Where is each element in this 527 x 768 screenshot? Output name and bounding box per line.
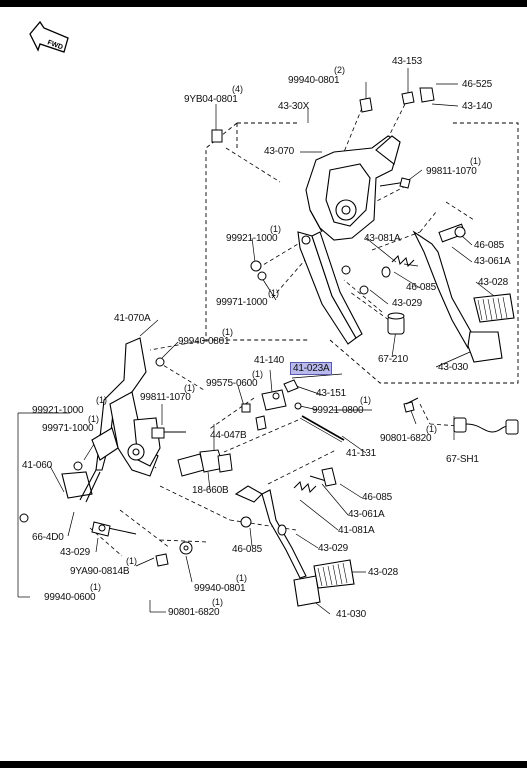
label-43-061a-right: 43-061A — [474, 256, 511, 267]
label-99921-1000-left: 99921-1000 — [32, 405, 84, 416]
qty-99971-1000-left: (1) — [88, 414, 99, 424]
brake-pedal-arm — [297, 231, 363, 345]
label-46-085-right-2: 46-085 — [406, 282, 436, 293]
brake-pedal-assembly-frame — [205, 122, 519, 384]
qty-90801-6820-right: (1) — [426, 424, 437, 434]
wiring-harness — [453, 417, 519, 435]
label-9yb04-0801: 9YB04-0801 — [184, 94, 238, 105]
label-99971-1000-right: 99971-1000 — [216, 297, 268, 308]
qty-99921-1000-right: (1) — [270, 224, 281, 234]
label-99940-0801-bottom: 99940-0801 — [194, 583, 246, 594]
label-99940-0600: 99940-0600 — [44, 592, 96, 603]
label-46-085-left: 46-085 — [362, 492, 392, 503]
label-43-028-left: 43-028 — [368, 567, 398, 578]
label-43-151: 43-151 — [316, 388, 346, 399]
label-43-140: 43-140 — [462, 101, 492, 112]
right-pedal-arm — [412, 230, 515, 363]
label-41-131: 41-131 — [346, 448, 376, 459]
qty-99971-1000-right: (1) — [268, 288, 279, 298]
label-43-30x: 43-30X — [278, 101, 310, 112]
label-66-4d0: 66-4D0 — [32, 532, 64, 543]
label-46-085-left-2: 46-085 — [232, 544, 262, 555]
label-44-047b: 44-047B — [210, 430, 247, 441]
label-41-060: 41-060 — [22, 460, 52, 471]
qty-99940-0801-bottom: (1) — [236, 573, 247, 583]
label-43-030: 43-030 — [438, 362, 468, 373]
qty-99811-1070-left: (1) — [184, 383, 195, 393]
middle-parts — [19, 357, 419, 567]
label-41-023a-highlighted[interactable]: 41-023A — [290, 362, 333, 375]
label-43-070: 43-070 — [264, 146, 294, 157]
label-67-210: 67-210 — [378, 354, 408, 365]
qty-99940-0801-top: (2) — [334, 65, 345, 75]
label-99940-0801-mid: 99940-0801 — [178, 336, 230, 347]
label-43-061a-left: 43-061A — [348, 509, 385, 520]
label-46-525: 46-525 — [462, 79, 492, 90]
label-67-sh1: 67-SH1 — [446, 454, 479, 465]
label-43-081a-right: 43-081A — [364, 233, 401, 244]
qty-9yb04-0801: (4) — [232, 84, 243, 94]
label-41-081a: 41-081A — [338, 525, 375, 536]
label-41-070a: 41-070A — [114, 313, 151, 324]
label-99940-0801-top: 99940-0801 — [288, 75, 340, 86]
label-43-029-right: 43-029 — [392, 298, 422, 309]
label-99921-0800: 99921-0800 — [312, 405, 364, 416]
qty-9ya90-0814b: (1) — [126, 556, 137, 566]
label-43-028-right: 43-028 — [478, 277, 508, 288]
label-9ya90-0814b: 9YA90-0814B — [70, 566, 130, 577]
leader-lines — [17, 68, 495, 615]
brake-pedal-bracket — [305, 135, 401, 241]
forward-arrow-icon: FWD — [29, 20, 69, 53]
label-99971-1000-left: 99971-1000 — [42, 423, 94, 434]
label-99811-1070-right: 99811-1070 — [426, 166, 477, 177]
qty-99921-1000-left: (1) — [96, 395, 107, 405]
label-99811-1070-left: 99811-1070 — [140, 392, 191, 403]
qty-90801-6820-bottom: (1) — [212, 597, 223, 607]
label-99921-1000-right: 99921-1000 — [226, 233, 278, 244]
top-border-bar — [0, 0, 527, 7]
clutch-pedal-bracket — [61, 337, 161, 503]
qty-99575-0600: (1) — [252, 369, 263, 379]
label-43-153: 43-153 — [392, 56, 422, 67]
qty-99811-1070-right: (1) — [470, 156, 481, 166]
connection-dashed-lines — [89, 97, 475, 557]
qty-99940-0600: (1) — [90, 582, 101, 592]
bottom-border-bar — [0, 761, 527, 768]
label-43-029-left-2: 43-029 — [318, 543, 348, 554]
label-99575-0600: 99575-0600 — [206, 378, 258, 389]
right-springs-and-fasteners — [211, 87, 466, 335]
qty-99940-0801-mid: (1) — [222, 327, 233, 337]
label-41-140: 41-140 — [254, 355, 284, 366]
label-18-660b: 18-660B — [192, 485, 229, 496]
label-46-085-right: 46-085 — [474, 240, 504, 251]
label-90801-6820-right: 90801-6820 — [380, 433, 432, 444]
label-41-030: 41-030 — [336, 609, 366, 620]
qty-99921-0800: (1) — [360, 395, 371, 405]
label-43-029-left: 43-029 — [60, 547, 90, 558]
label-90801-6820-bottom: 90801-6820 — [168, 607, 220, 618]
